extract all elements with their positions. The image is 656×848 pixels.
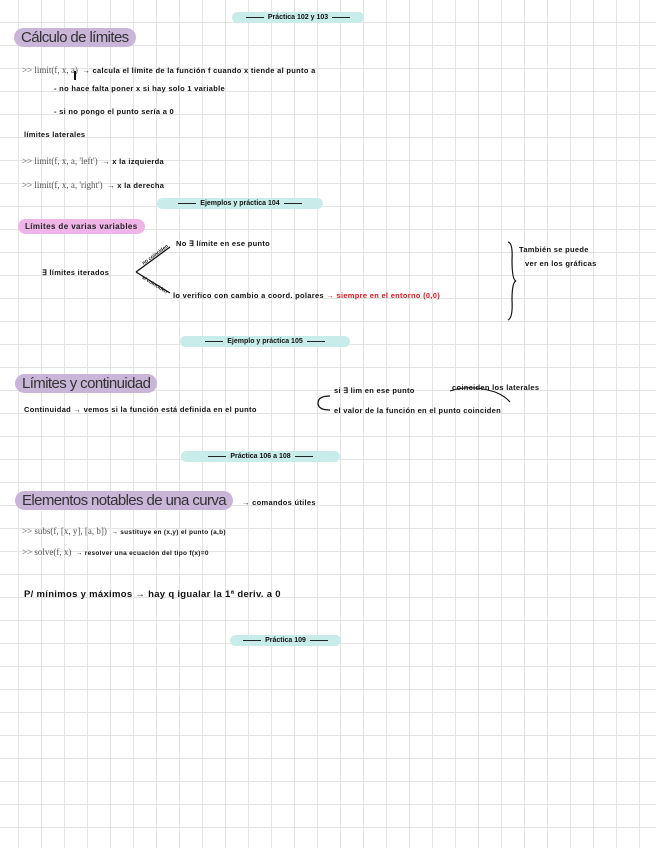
note: → x la derecha <box>107 181 165 190</box>
red-note: → siempre en el entorno (0,0) <box>326 291 441 300</box>
note: → sustituye en (x,y) el punto (a,b) <box>111 529 226 536</box>
section-title-curva: Elementos notables de una curva <box>15 491 234 510</box>
code: >> solve(f, x) <box>22 547 72 557</box>
side-note-2: ver en los gráficas <box>525 259 597 268</box>
line-right: >> limit(f, x, a, 'right') → x la derech… <box>22 175 164 193</box>
marker-text: Práctica 109 <box>265 637 306 644</box>
note-2: - si no pongo el punto sería a 0 <box>54 107 175 116</box>
branch-line-si <box>135 271 171 294</box>
line-limit: >> limit(f, x, a) → calcula el límite de… <box>22 60 316 78</box>
marker-text: Práctica 106 a 108 <box>230 453 291 460</box>
code: >> subs(f, [x, y], [a, b]) <box>22 526 107 536</box>
section-marker: Práctica 102 y 103 <box>232 12 364 23</box>
code: >> limit(f, x, a, 'right') <box>22 180 103 190</box>
line-subs: >> subs(f, [x, y], [a, b]) → sustituye e… <box>22 521 226 539</box>
continuidad-main: Continuidad → vemos si la función está d… <box>24 405 257 414</box>
si-result-text: lo verifico con cambio a coord. polares <box>173 291 324 300</box>
section-title-varias: Límites de varias variables <box>18 219 145 234</box>
side-note-1: También se puede <box>519 245 589 254</box>
note: → x la izquierda <box>102 157 164 166</box>
iterados-label: ∃ límites iterados <box>42 268 110 277</box>
section-marker: Ejemplo y práctica 105 <box>180 336 350 347</box>
section-marker: Ejemplos y práctica 104 <box>157 198 323 209</box>
code: >> limit(f, x, a, 'left') <box>22 156 98 166</box>
branch-1-note: coinciden los laterales <box>452 383 540 392</box>
line-solve: >> solve(f, x) → resolver una ecuación d… <box>22 542 209 560</box>
curva-subtitle: → comandos útiles <box>242 498 316 507</box>
branch-1: si ∃ lim en ese punto <box>334 386 415 395</box>
marker-text: Ejemplos y práctica 104 <box>200 200 280 207</box>
note: → resolver una ecuación del tipo f(x)=0 <box>75 550 209 557</box>
section-title-calculo: Cálculo de límites <box>14 28 136 47</box>
section-title-continuidad: Límites y continuidad <box>15 374 158 393</box>
si-result: lo verifico con cambio a coord. polares … <box>173 291 440 300</box>
section-marker: Práctica 109 <box>230 635 341 646</box>
note-1: - no hace falta poner x si hay solo 1 va… <box>54 84 225 93</box>
note: → calcula el límite de la función f cuan… <box>82 66 316 75</box>
brace-icon <box>507 241 517 321</box>
marker-text: Ejemplo y práctica 105 <box>227 338 303 345</box>
no-result: No ∃ límite en ese punto <box>176 239 271 248</box>
marker-text: Práctica 102 y 103 <box>267 14 329 21</box>
code: >> limit(f, x, a) <box>22 65 78 75</box>
line-left: >> limit(f, x, a, 'left') → x la izquier… <box>22 151 164 169</box>
minmax-note: P/ mínimos y máximos → hay q igualar la … <box>24 589 281 600</box>
curved-arrow-icon <box>449 387 511 403</box>
branch-bracket-icon <box>317 395 331 411</box>
section-marker: Práctica 106 a 108 <box>181 451 340 462</box>
branch-line-no <box>135 246 171 273</box>
arrow-down-icon <box>74 71 76 80</box>
branch-2: el valor de la función en el punto coinc… <box>334 406 501 415</box>
laterales-heading: límites laterales <box>24 130 86 139</box>
